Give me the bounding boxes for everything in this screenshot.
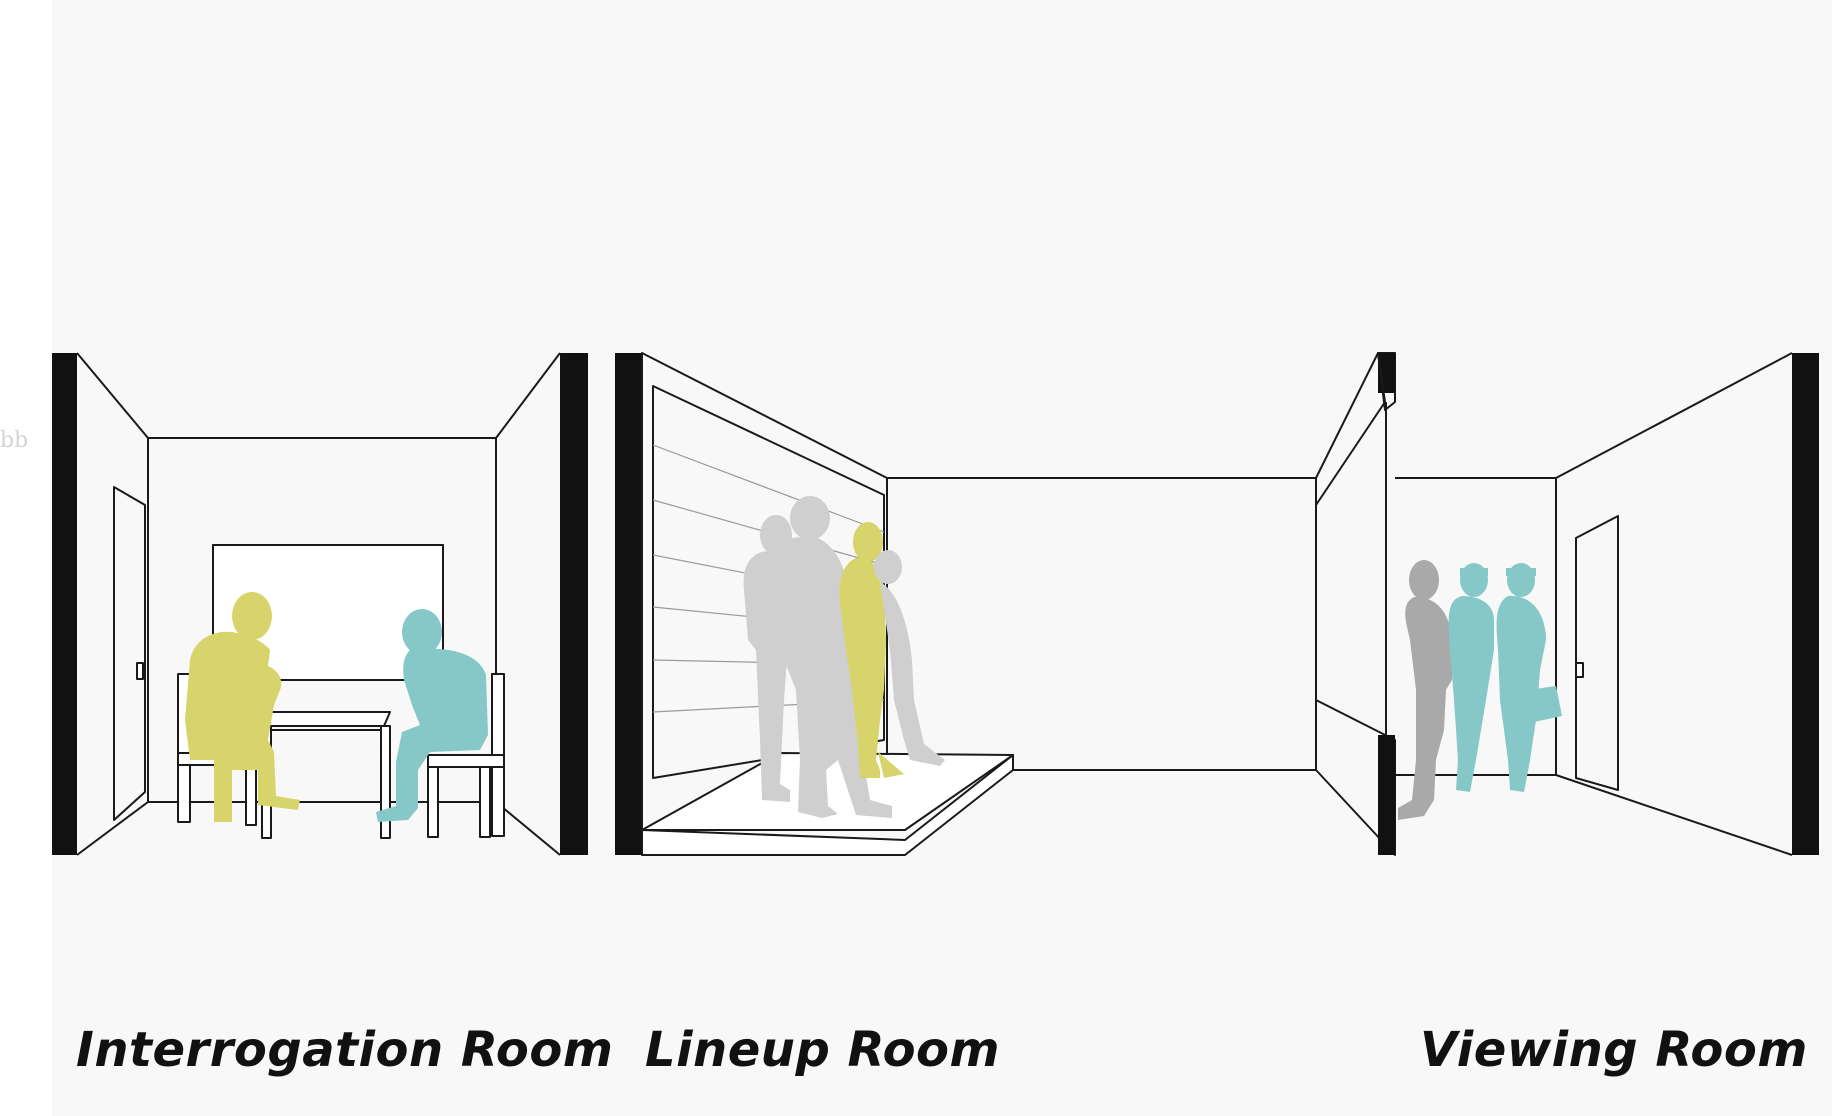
lineup-platform-icon bbox=[641, 752, 1014, 856]
filler-figure-icon bbox=[874, 550, 945, 766]
suspect-figure-icon bbox=[185, 592, 300, 822]
officer-figure-icon bbox=[1448, 563, 1494, 792]
witness-figure-icon bbox=[1398, 560, 1452, 820]
viewing-room-label: Viewing Room bbox=[1420, 1022, 1808, 1078]
chair-icon bbox=[427, 673, 505, 838]
interrogation-room bbox=[52, 352, 588, 856]
filler-figure-icon bbox=[773, 496, 892, 818]
viewing-right-wall-solid bbox=[1792, 353, 1819, 855]
right-wall-solid bbox=[560, 353, 588, 855]
edge-text: bb bbox=[0, 428, 29, 453]
lineup-room bbox=[615, 352, 1316, 856]
officer-figure-icon bbox=[1496, 563, 1562, 792]
lineup-left-wall-solid bbox=[615, 353, 642, 855]
door-icon bbox=[1575, 515, 1619, 791]
left-wall-solid bbox=[52, 353, 77, 855]
door-icon bbox=[113, 486, 146, 821]
one-way-glass-icon bbox=[1315, 352, 1396, 856]
table-icon bbox=[261, 711, 391, 839]
officer-figure-icon bbox=[376, 609, 488, 822]
viewing-room bbox=[1315, 352, 1819, 856]
interrogation-room-label: Interrogation Room bbox=[76, 1022, 614, 1078]
lineup-room-label: Lineup Room bbox=[645, 1022, 1001, 1078]
suspect-figure-icon bbox=[839, 522, 904, 778]
